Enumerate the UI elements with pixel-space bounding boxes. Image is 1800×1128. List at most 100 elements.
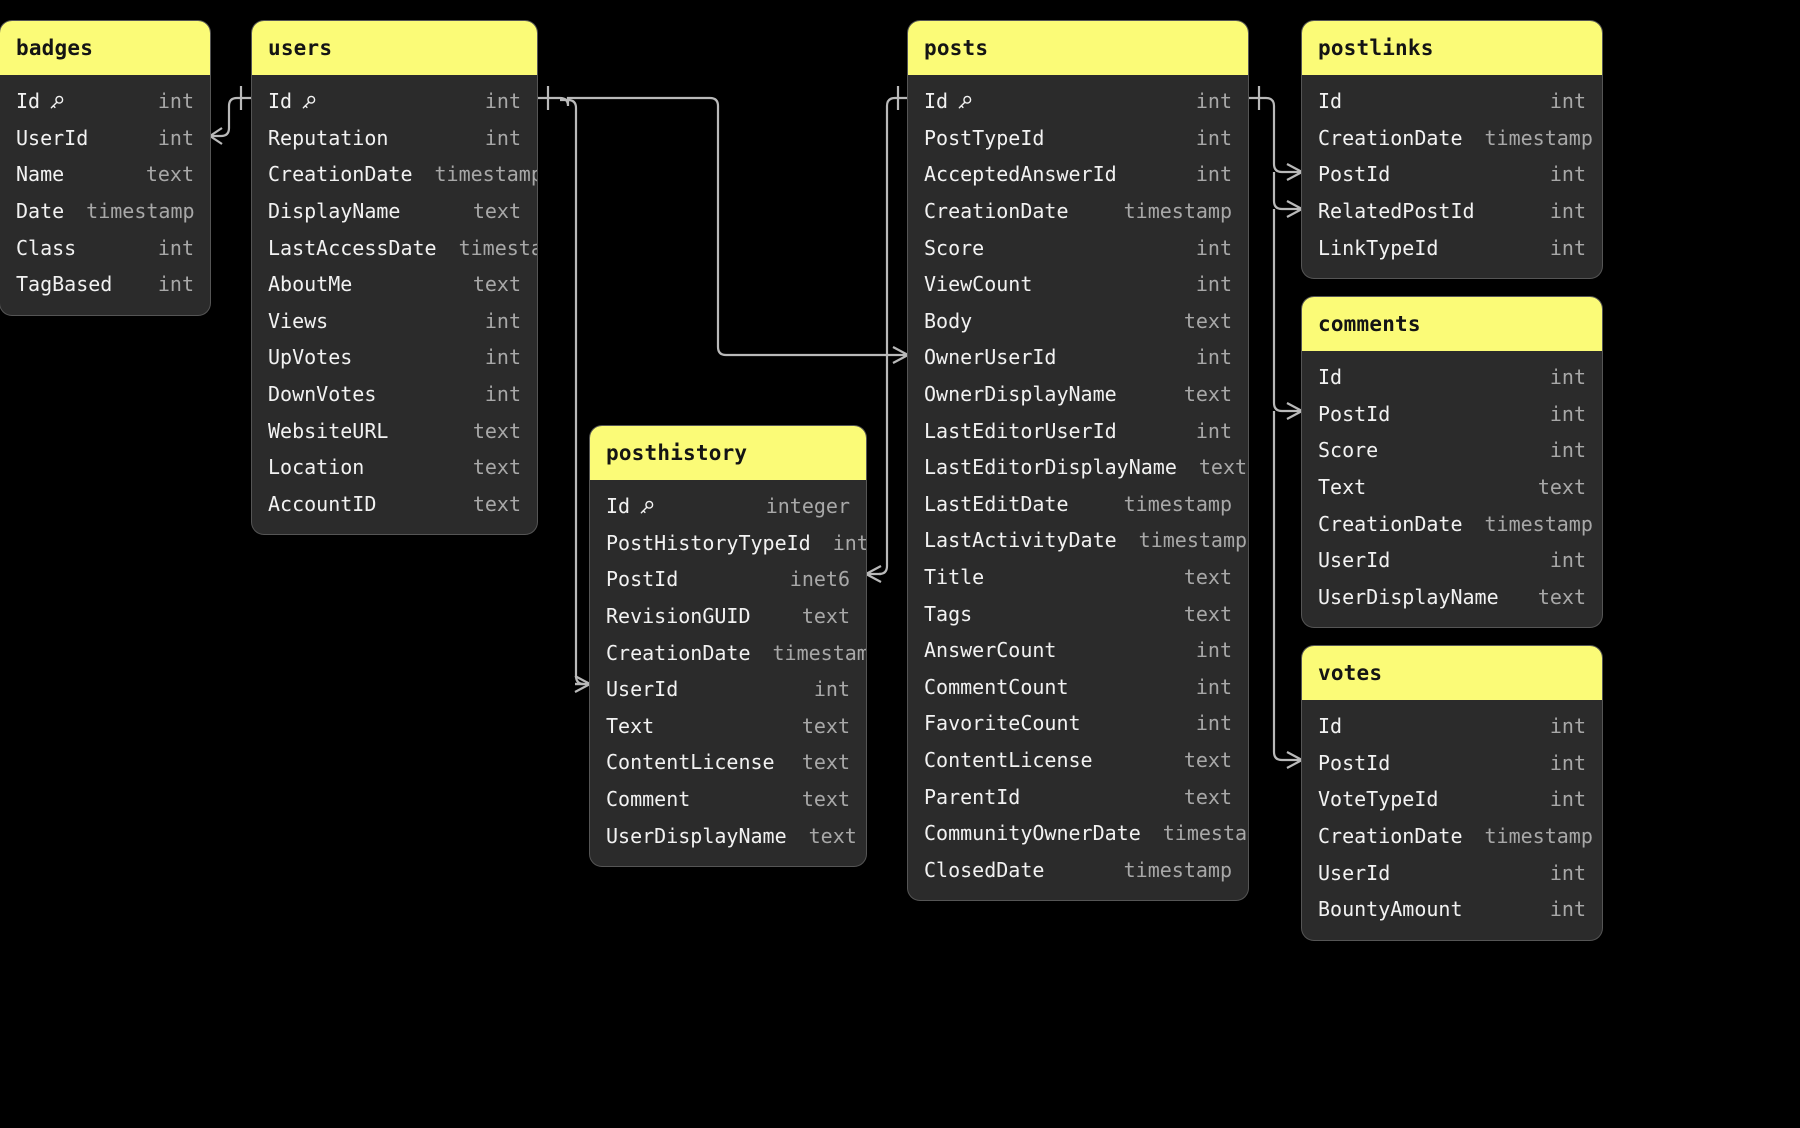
field-name: PostId xyxy=(1318,401,1391,426)
field-name-wrap: AcceptedAnswerId xyxy=(924,162,1117,186)
field-name-wrap: CreationDate xyxy=(1318,512,1463,536)
primary-key-icon xyxy=(955,93,974,112)
primary-key-icon xyxy=(299,93,318,112)
field-type: text xyxy=(472,199,521,224)
field-type: timestamp xyxy=(1123,857,1232,882)
field-row[interactable]: CommunityOwnerDatetimestamp xyxy=(908,815,1248,852)
field-name: ViewCount xyxy=(924,272,1033,297)
field-name: Id xyxy=(16,89,41,114)
field-name: Id xyxy=(924,89,949,114)
field-name: PostId xyxy=(1318,750,1391,775)
field-name: AboutMe xyxy=(268,272,353,297)
field-name: UpVotes xyxy=(268,345,353,370)
field-type: inet6 xyxy=(789,567,850,592)
field-row[interactable]: CreationDate timestamp xyxy=(1302,505,1602,542)
field-name: Id xyxy=(268,89,293,114)
field-type: text xyxy=(1183,784,1232,809)
field-name: Title xyxy=(924,565,985,590)
field-name-wrap: AboutMe xyxy=(268,272,352,296)
field-name: OwnerUserId xyxy=(924,345,1057,370)
field-name-wrap: CreationDate xyxy=(924,199,1069,223)
field-type: timestamp xyxy=(1484,511,1593,536)
field-name-wrap: WebsiteURL xyxy=(268,419,388,443)
field-type: timestamp xyxy=(1123,491,1232,516)
field-row[interactable]: LastAccessDatetimestamp xyxy=(252,229,537,266)
field-name-wrap: ContentLicense xyxy=(924,748,1093,772)
